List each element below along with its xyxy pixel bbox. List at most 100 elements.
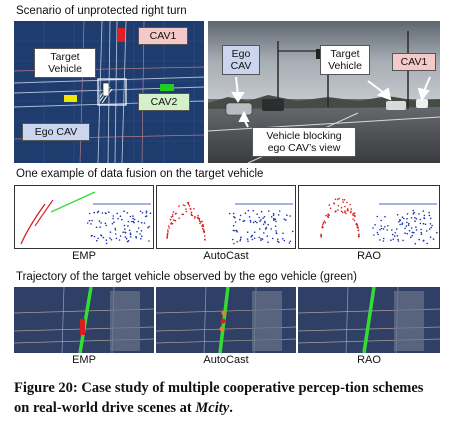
point-cloud-dot [405,225,408,227]
point-cloud-dot [340,206,343,209]
point-cloud-dot [355,223,357,226]
point-cloud-dot [233,215,235,218]
point-cloud-dot [194,215,196,218]
point-cloud-dot [233,242,235,245]
point-cloud-dot [262,217,264,219]
point-cloud-dot [337,205,340,207]
point-cloud-dot [93,235,96,238]
point-cloud-dot [86,222,89,224]
point-cloud-dot [406,213,409,215]
fusion-panel-autocast [156,185,296,249]
point-cloud-dot [415,218,418,220]
point-cloud-dot [337,198,339,201]
map-ego-label: Ego CAV [22,123,90,141]
point-cloud-dot [349,203,352,206]
point-cloud-dot [358,233,360,236]
point-cloud-dot [110,238,113,241]
point-cloud-dot [126,240,129,243]
point-cloud-dot [320,234,322,237]
point-cloud-dot [247,240,249,243]
point-cloud-dot [132,217,134,220]
fusion-label-autocast: AutoCast [203,250,249,262]
point-cloud-dot [350,208,353,210]
point-cloud-dot [413,211,415,214]
point-cloud-dot [93,211,95,214]
point-cloud-dot [127,220,130,223]
point-cloud-dot [396,235,399,237]
point-cloud-dot [239,218,241,221]
point-cloud-dot [344,211,346,213]
point-cloud-dot [342,199,344,201]
point-cloud-dot [252,221,255,224]
point-cloud-dot [420,231,423,234]
point-cloud-dot [236,241,238,243]
point-cloud-dot [404,232,406,234]
point-cloud-dot [267,223,269,226]
point-cloud-dot [275,230,277,232]
point-cloud-dot [171,222,174,225]
trajectory-emp-plot [14,287,154,353]
map-cav1-label: CAV1 [138,27,188,45]
point-cloud-dot [291,230,294,233]
point-cloud-dot [270,228,272,230]
point-cloud-dot [129,232,132,234]
point-cloud-dot [341,211,344,214]
point-cloud-dot [182,204,185,206]
point-cloud-dot [193,217,196,219]
point-cloud-dot [113,221,115,223]
fusion-label-emp: EMP [72,250,96,262]
point-cloud-dot [278,241,280,243]
point-cloud-dot [109,231,112,233]
point-cloud-dot [254,220,257,223]
point-cloud-dot [376,231,379,234]
point-cloud-dot [190,214,193,217]
point-cloud-dot [198,220,201,222]
point-cloud-dot [374,224,376,226]
point-cloud-dot [418,238,420,241]
point-cloud-dot [324,221,327,224]
point-cloud-dot [112,215,115,217]
point-cloud-dot [108,211,110,213]
point-cloud-dot [397,240,400,242]
trajectory-label-rao: RAO [357,354,381,366]
point-cloud-dot [432,238,435,240]
point-cloud-dot [203,231,205,234]
point-cloud-dot [190,213,193,215]
point-cloud-dot [285,219,287,221]
fusion-rao-plot [320,197,438,245]
point-cloud-dot [410,236,412,238]
point-cloud-dot [272,212,275,215]
point-cloud-dot [346,201,348,204]
point-cloud-dot [408,229,411,232]
point-cloud-dot [109,237,111,239]
point-cloud-dot [178,205,180,207]
point-cloud-dot [201,225,203,227]
point-cloud-dot [399,223,401,226]
point-cloud-dot [422,210,425,212]
point-cloud-dot [392,238,395,240]
point-cloud-dot [204,239,206,241]
point-cloud-dot [97,237,99,240]
point-cloud-dot [253,237,256,240]
point-cloud-dot [202,227,204,230]
point-cloud-dot [166,232,169,235]
point-cloud-dot [167,229,169,231]
point-cloud-dot [239,214,242,217]
point-cloud-dot [246,238,249,240]
fusion-autocast-plot [166,201,294,245]
point-cloud-dot [88,219,91,222]
point-cloud-dot [139,210,142,213]
point-cloud-dot [391,229,393,231]
point-cloud-dot [122,231,124,233]
point-cloud-dot [397,238,399,241]
point-cloud-dot [166,234,169,237]
point-cloud-dot [171,213,174,216]
point-cloud-dot [394,232,396,234]
point-cloud-dot [105,224,107,227]
point-cloud-dot [415,226,417,228]
point-cloud-dot [401,216,404,218]
point-cloud-dot [278,210,281,212]
point-cloud-dot [387,225,389,227]
